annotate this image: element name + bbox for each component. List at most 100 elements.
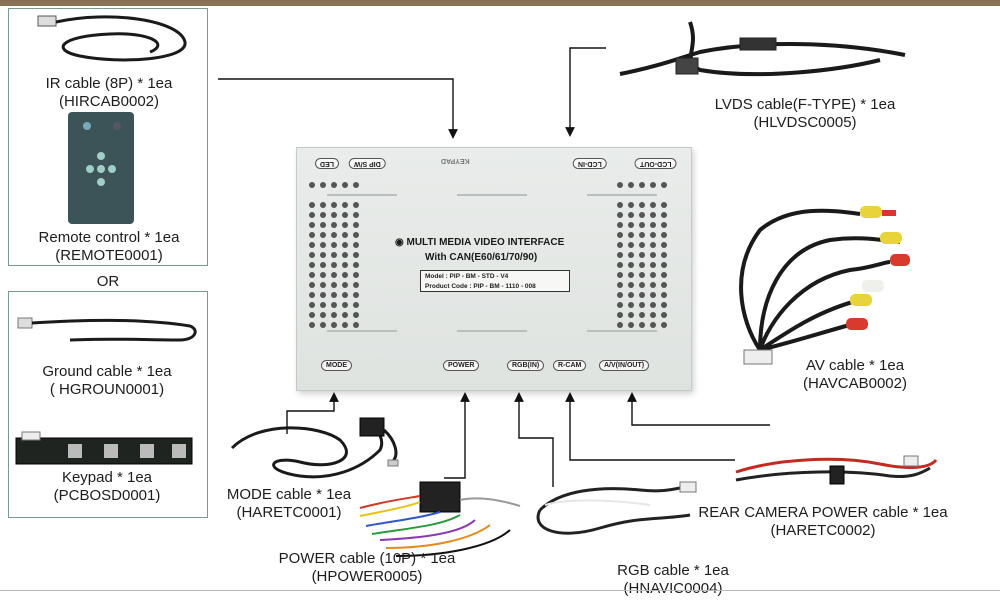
remote-button: [108, 165, 116, 173]
mode-cable-label: MODE cable * 1ea (HARETC0001): [214, 486, 364, 522]
vent-hole: [639, 252, 645, 258]
keypad-port-label: KEYPAD: [441, 157, 470, 164]
model-info-box: Model : PIP - BM - STD - V4 Product Code…: [420, 270, 570, 292]
vent-hole: [650, 322, 656, 328]
vent-hole: [628, 232, 634, 238]
vent-hole: [650, 222, 656, 228]
vent-hole: [650, 282, 656, 288]
remote-button: [83, 122, 91, 130]
vent-hole: [342, 322, 348, 328]
ground-cable-code: ( HGROUN0001): [49, 381, 165, 398]
vent-hole: [353, 182, 359, 188]
mode-cable-image: [230, 417, 399, 479]
ground-keypad-panel: [8, 291, 208, 518]
vent-hole: [628, 312, 634, 318]
vent-hole: [342, 182, 348, 188]
av-cable-image: [739, 206, 910, 365]
vent-hole: [628, 212, 634, 218]
power-cable-image: [359, 481, 521, 557]
mode-port: MODE: [321, 360, 352, 371]
vent-hole: [661, 322, 667, 328]
av-cable-name: AV cable * 1ea: [805, 357, 905, 374]
vent-hole: [320, 322, 326, 328]
vent-hole: [342, 272, 348, 278]
ir-cable-image: [37, 15, 187, 62]
vent-hole: [617, 282, 623, 288]
vent-hole: [353, 252, 359, 258]
vent-hole: [309, 242, 315, 248]
led-port-label: LED: [315, 158, 339, 169]
vent-hole: [309, 322, 315, 328]
lcd-in-label: LCD-IN: [573, 158, 607, 169]
vent-hole: [309, 202, 315, 208]
video-interface-box: LED DIP S/W KEYPAD LCD-IN LCD-OUT ◉ MULT…: [296, 147, 692, 391]
vent-hole: [639, 322, 645, 328]
vent-hole: [639, 302, 645, 308]
vent-hole: [617, 312, 623, 318]
vent-hole: [353, 242, 359, 248]
vent-hole: [639, 312, 645, 318]
vent-hole: [639, 182, 645, 188]
vent-hole: [331, 222, 337, 228]
vent-hole: [320, 292, 326, 298]
vent-hole: [661, 212, 667, 218]
device-subtitle: With CAN(E60/61/70/90): [425, 252, 538, 263]
vent-hole: [331, 302, 337, 308]
rgb-cable-code: (HNAVIC0004): [623, 580, 723, 597]
vent-hole: [331, 212, 337, 218]
vent-hole: [342, 212, 348, 218]
vent-hole: [309, 272, 315, 278]
vent-hole: [309, 212, 315, 218]
vent-hole: [353, 232, 359, 238]
vent-hole: [661, 262, 667, 268]
vent-hole: [342, 262, 348, 268]
vent-hole: [342, 312, 348, 318]
remote-button: [113, 122, 121, 130]
vent-hole: [309, 222, 315, 228]
ir-cable-name: IR cable (8P) * 1ea: [45, 75, 173, 92]
vent-hole: [639, 292, 645, 298]
vent-hole: [628, 302, 634, 308]
vent-hole: [628, 282, 634, 288]
vent-hole: [639, 242, 645, 248]
mode-cable-code: (HARETC0001): [236, 504, 342, 521]
vent-hole: [628, 242, 634, 248]
device-title: ◉ MULTI MEDIA VIDEO INTERFACE: [395, 237, 565, 248]
vent-hole: [628, 272, 634, 278]
vent-hole: [628, 262, 634, 268]
vent-slot: [587, 194, 657, 196]
power-cable-label: POWER cable (10P) * 1ea (HPOWER0005): [262, 550, 472, 586]
vent-hole: [331, 242, 337, 248]
lvds-cable-label: LVDS cable(F-TYPE) * 1ea (HLVDSC0005): [690, 96, 920, 132]
vent-hole: [639, 222, 645, 228]
rgb-cable-label: RGB cable * 1ea (HNAVIC0004): [598, 562, 748, 598]
vent-hole: [320, 272, 326, 278]
vent-hole: [617, 222, 623, 228]
rgb-cable-name: RGB cable * 1ea: [617, 562, 729, 579]
vent-hole: [342, 252, 348, 258]
rear-cam-cable-code: (HARETC0002): [770, 522, 876, 539]
vent-hole: [661, 222, 667, 228]
vent-slot: [327, 194, 397, 196]
vent-hole: [320, 242, 326, 248]
vent-slot: [457, 194, 527, 196]
vent-hole: [661, 242, 667, 248]
ground-cable-image: [17, 317, 197, 342]
rgb-cable-image: [536, 481, 697, 535]
vent-hole: [342, 232, 348, 238]
vent-hole: [342, 302, 348, 308]
vent-hole: [331, 202, 337, 208]
vent-hole: [353, 222, 359, 228]
vent-hole: [617, 182, 623, 188]
vent-slot: [457, 330, 527, 332]
vent-hole: [650, 302, 656, 308]
av-cable-code: (HAVCAB0002): [803, 375, 907, 392]
remote-button: [86, 165, 94, 173]
top-border: [0, 0, 1000, 6]
vent-hole: [309, 312, 315, 318]
lcd-out-label: LCD-OUT: [635, 158, 677, 169]
keypad-label: Keypad * 1ea (PCBOSD0001): [22, 469, 192, 505]
remote-label: Remote control * 1ea (REMOTE0001): [14, 229, 204, 265]
power-cable-code: (HPOWER0005): [311, 568, 423, 585]
vent-hole: [639, 202, 645, 208]
